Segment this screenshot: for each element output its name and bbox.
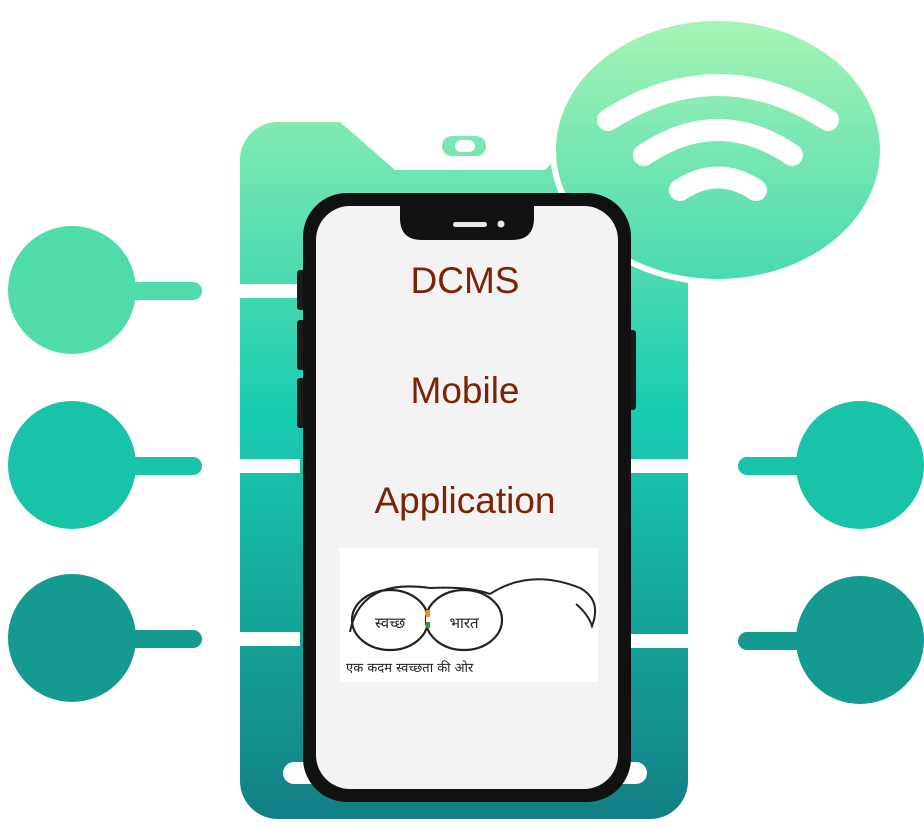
wifi-icon — [550, 15, 886, 285]
spectacles-logo-icon: स्वच्छ भारत एक कदम स्वच्छता की ओर — [346, 578, 596, 676]
network-node-icon — [738, 401, 924, 529]
app-title-line: Application — [374, 480, 556, 521]
network-node-icon — [8, 574, 202, 702]
swachh-bharat-logo: स्वच्छ भारत एक कदम स्वच्छता की ओर — [340, 548, 598, 682]
logo-left-text: स्वच्छ — [375, 614, 406, 632]
app-title-line: DCMS — [410, 260, 520, 301]
network-node-icon — [8, 226, 202, 354]
logo-right-text: भारत — [449, 614, 479, 632]
logo-tagline: एक कदम स्वच्छता की ओर — [346, 660, 474, 676]
network-node-icon — [738, 576, 924, 704]
app-title-line: Mobile — [410, 370, 520, 411]
network-node-icon — [8, 401, 202, 529]
